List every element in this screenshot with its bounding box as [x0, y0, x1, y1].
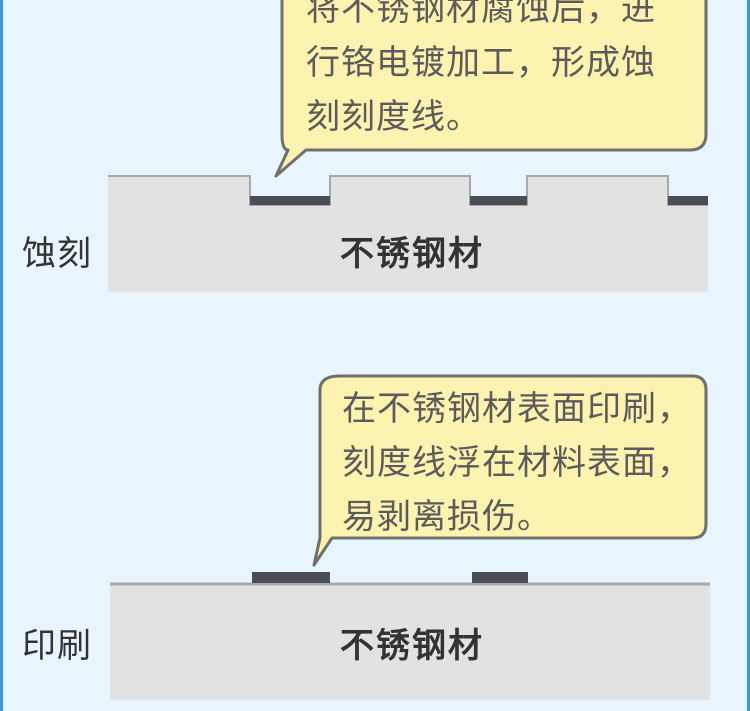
- frame-border-right: [747, 0, 750, 711]
- frame-border-left: [0, 0, 3, 711]
- etching-label: 蚀刻: [22, 234, 92, 274]
- etching-material-label: 不锈钢材: [340, 234, 484, 274]
- etching-scale-line: [470, 196, 527, 205]
- printing-material-label: 不锈钢材: [340, 626, 484, 666]
- printing-label: 印刷: [22, 626, 92, 666]
- etching-callout-bubble: [274, 0, 708, 178]
- printing-callout-text: 在不锈钢材表面印刷， 刻度线浮在材料表面， 易剥离损伤。: [342, 389, 692, 537]
- printing-callout-bubble: [312, 374, 708, 567]
- etching-scale-line: [668, 196, 708, 205]
- printing-steel-block: [110, 584, 710, 700]
- etching-callout-text: 将不锈钢材腐蚀后，进 行铬电镀加工，形成蚀 刻刻度线。: [306, 0, 656, 137]
- printing-scale-line: [252, 572, 330, 583]
- printing-scale-line: [472, 572, 528, 583]
- etching-scale-line: [250, 196, 330, 205]
